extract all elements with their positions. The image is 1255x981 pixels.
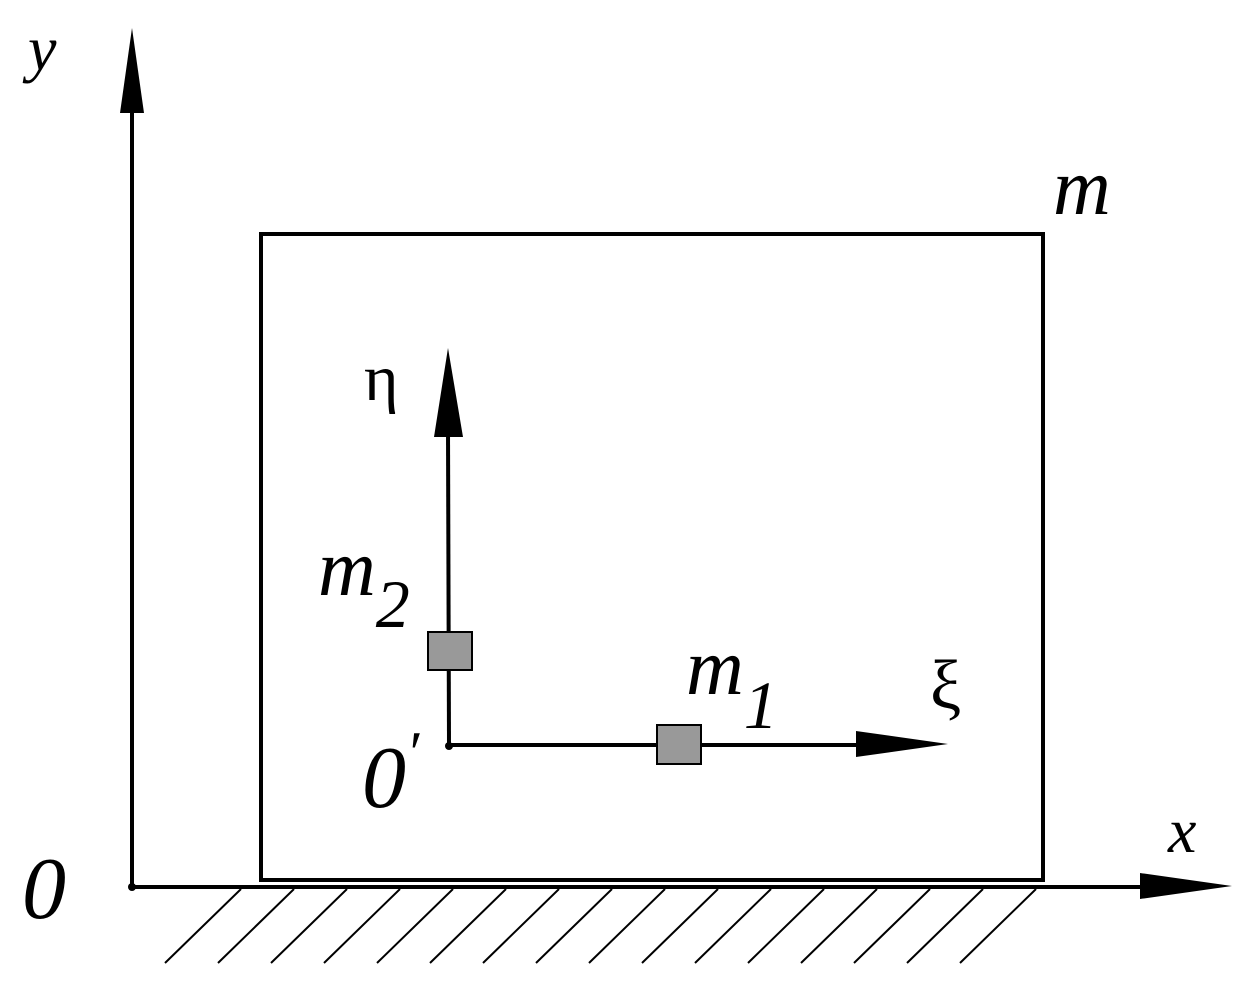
eta-axis-line xyxy=(446,429,451,747)
mass-m2-label: m2 xyxy=(318,525,410,642)
xi-axis-arrowhead xyxy=(856,731,948,757)
origin-dot xyxy=(128,883,136,891)
mass-m1-base: m xyxy=(686,624,744,712)
local-origin-base: 0 xyxy=(362,730,406,827)
local-origin-dot xyxy=(445,742,453,750)
eta-axis-arrowhead xyxy=(434,348,463,437)
origin-label: 0 xyxy=(22,841,66,938)
x-axis-label: x xyxy=(1167,795,1196,866)
mass-m2-square xyxy=(427,631,473,671)
body-rectangle xyxy=(259,232,1045,882)
eta-axis-label: η xyxy=(364,342,399,415)
ground-hatching xyxy=(164,888,1037,964)
body-mass-label: m xyxy=(1053,144,1111,232)
local-origin-label: 0′ xyxy=(362,720,420,827)
mass-m2-base: m xyxy=(318,525,376,613)
y-axis-arrowhead xyxy=(120,28,144,113)
y-axis-label: y xyxy=(22,13,57,84)
local-origin-prime: ′ xyxy=(406,720,420,786)
mass-m1-square xyxy=(656,724,702,765)
mass-m1-label: m1 xyxy=(686,624,778,743)
xi-axis-label: ξ xyxy=(930,647,961,724)
mass-m1-subscript: 1 xyxy=(744,667,778,743)
x-axis-arrowhead xyxy=(1140,873,1232,899)
mass-m2-subscript: 2 xyxy=(376,566,410,642)
